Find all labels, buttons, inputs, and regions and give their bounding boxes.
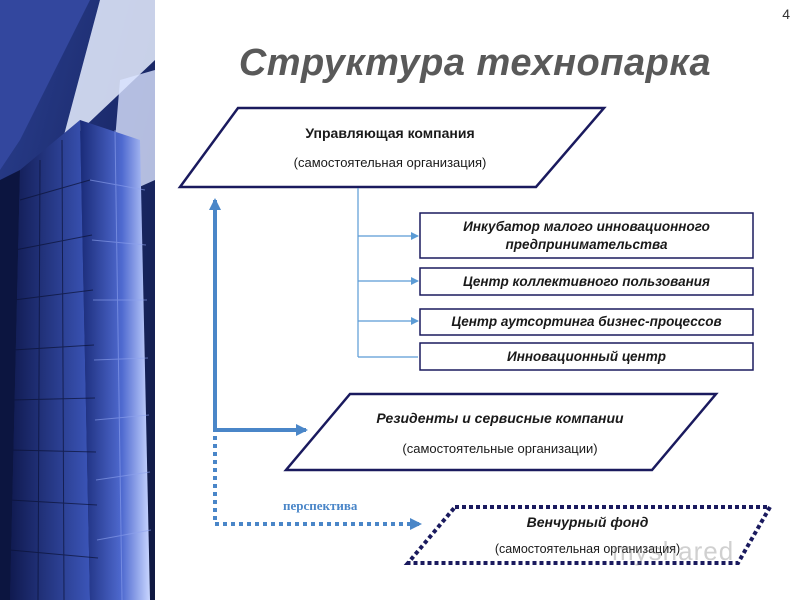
service-innovation-label: Инновационный центр bbox=[507, 348, 666, 364]
venture-title: Венчурный фонд bbox=[526, 514, 649, 530]
slide-number: 4 bbox=[782, 6, 790, 22]
service-box-collective bbox=[419, 267, 754, 296]
service-incubator-line1: Инкубатор малого инновационного bbox=[463, 218, 710, 234]
service-box-incubator bbox=[419, 212, 754, 259]
watermark-logo: myshared bbox=[612, 536, 735, 566]
service-incubator-label: Инкубатор малого инновационного предприн… bbox=[420, 213, 753, 258]
management-title: Управляющая компания bbox=[305, 125, 475, 141]
service-box-innovation bbox=[419, 342, 754, 371]
service-incubator-line2: предпринимательства bbox=[505, 236, 668, 252]
service-box-outsourcing bbox=[419, 308, 754, 336]
page-title: Структура технопарка bbox=[238, 42, 712, 84]
management-subtitle: (самостоятельная организация) bbox=[293, 155, 487, 170]
residents-subtitle: (самостоятельные организации) bbox=[402, 441, 598, 456]
building-background-image bbox=[0, 0, 155, 600]
management-shape bbox=[177, 106, 607, 189]
venture-subtitle: (самостоятельная организация) bbox=[494, 542, 681, 556]
service-outsourcing-label: Центр аутсортинга бизнес-процессов bbox=[451, 314, 722, 329]
service-collective-label: Центр коллективного пользования bbox=[463, 273, 710, 289]
perspective-label: перспектива bbox=[283, 498, 358, 513]
venture-shape bbox=[403, 505, 774, 565]
residents-title: Резиденты и сервисные компании bbox=[376, 410, 624, 426]
residents-shape bbox=[283, 392, 719, 472]
